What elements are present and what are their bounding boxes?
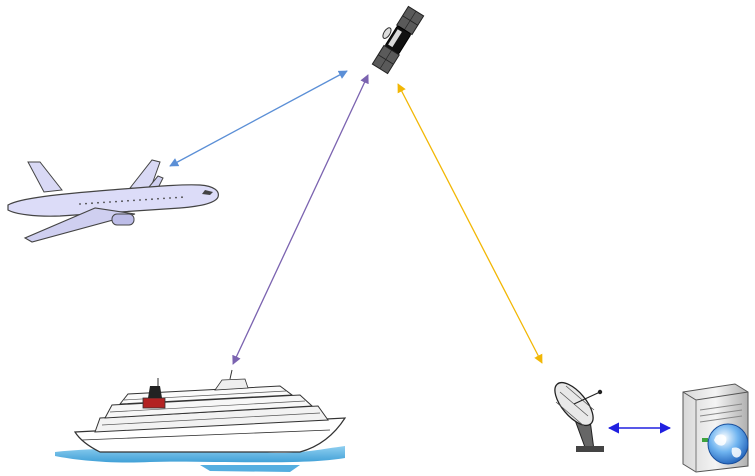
link-satellite-ship [233, 75, 368, 364]
cruise-ship-icon [55, 370, 345, 472]
airplane-icon [8, 160, 218, 242]
satellite-icon [366, 3, 423, 74]
link-satellite-ground-station [398, 84, 542, 363]
link-satellite-airplane [170, 71, 347, 166]
satellite-dish-icon [548, 376, 604, 452]
server-globe-icon [683, 384, 748, 472]
